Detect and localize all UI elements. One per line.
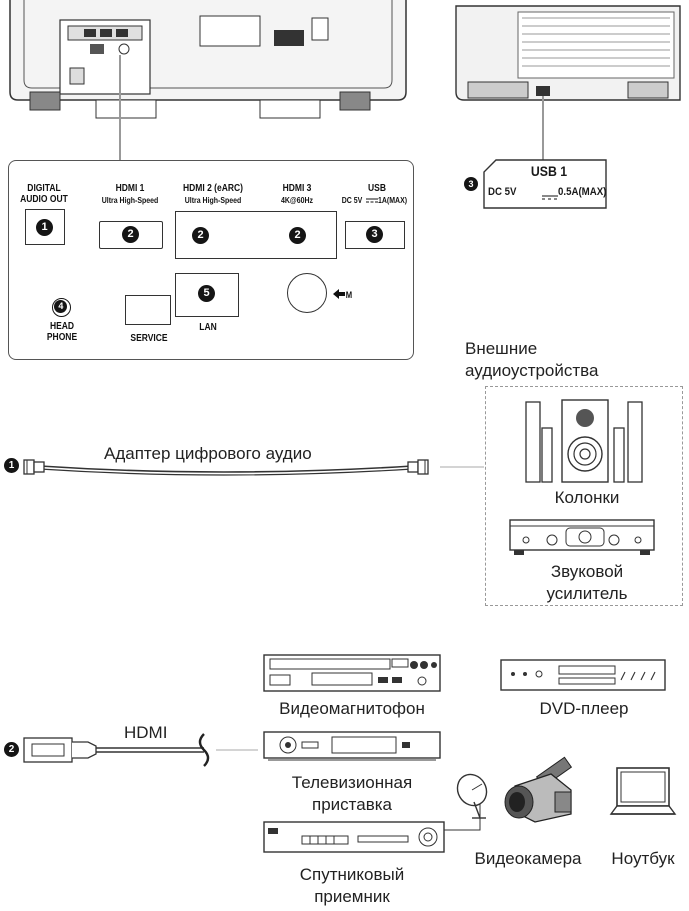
dvd-player-illustration bbox=[500, 659, 666, 691]
laptop-illustration bbox=[609, 767, 677, 815]
badge-2c: 2 bbox=[289, 227, 306, 244]
hdmi-cable bbox=[23, 733, 258, 767]
satellite-receiver-label: Спутниковый приемник bbox=[299, 865, 405, 906]
label-hdmi1: HDMI 1 bbox=[115, 183, 145, 194]
label-hdmi3: HDMI 3 bbox=[282, 183, 312, 194]
badge-3: 3 bbox=[366, 226, 383, 243]
usb-callout-box bbox=[483, 159, 607, 209]
hdmi-cable-label: HDMI bbox=[124, 723, 168, 742]
projector-side-illustration bbox=[455, 5, 681, 160]
audio-badge-1: 1 bbox=[4, 458, 19, 473]
satellite-receiver-illustration bbox=[263, 788, 481, 853]
badge-2b: 2 bbox=[192, 227, 209, 244]
vcr-illustration bbox=[263, 654, 441, 692]
arrow-left-icon bbox=[333, 289, 345, 299]
port-service bbox=[125, 295, 171, 325]
label-digital-audio-out: DIGITAL AUDIO OUT bbox=[20, 183, 68, 205]
label-m: M bbox=[345, 290, 353, 300]
projector-rear-illustration bbox=[9, 0, 407, 160]
satellite-dish-icon bbox=[456, 773, 488, 819]
label-headphone: HEAD PHONE bbox=[46, 321, 78, 343]
port-usb bbox=[345, 221, 405, 249]
label-usb: USB bbox=[368, 183, 386, 194]
hdmi-badge-2: 2 bbox=[4, 742, 19, 757]
label-usb-sub: DC 5V bbox=[341, 195, 363, 205]
usb-callout-badge: 3 bbox=[464, 177, 478, 191]
speakers-illustration bbox=[525, 399, 643, 483]
badge-4: 4 bbox=[52, 298, 71, 317]
external-audio-devices-label: Внешние аудиоустройства bbox=[465, 339, 599, 380]
connector-panel: DIGITAL AUDIO OUT 1 HDMI 1 Ultra High-Sp… bbox=[8, 160, 414, 360]
badge-5: 5 bbox=[198, 285, 215, 302]
camcorder-label: Видеокамера bbox=[474, 849, 582, 868]
usb-callout-spec-right: 0.5A(MAX) bbox=[558, 186, 607, 198]
set-top-box-illustration bbox=[263, 731, 441, 761]
usb-callout-title: USB 1 bbox=[530, 163, 568, 179]
digital-audio-cable-label: Адаптер цифрового аудио bbox=[104, 444, 312, 463]
amplifier-label: Звуковой усилитель bbox=[546, 562, 628, 603]
badge-2a: 2 bbox=[122, 226, 139, 243]
usb-dc-symbol bbox=[366, 198, 378, 203]
optical-audio-cable bbox=[23, 459, 484, 476]
label-hdmi1-sub: Ultra High-Speed bbox=[101, 195, 159, 205]
dvd-player-label: DVD-плеер bbox=[539, 699, 629, 718]
external-audio-devices-group bbox=[485, 386, 683, 606]
label-hdmi3-sub: 4K@60Hz bbox=[281, 195, 313, 205]
label-hdmi2: HDMI 2 (eARC) bbox=[183, 183, 243, 194]
vcr-label: Видеомагнитофон bbox=[279, 699, 425, 718]
label-service: SERVICE bbox=[130, 333, 168, 344]
speakers-label: Колонки bbox=[554, 488, 620, 507]
laptop-label: Ноутбук bbox=[611, 849, 675, 868]
usb-callout-spec-left: DC 5V bbox=[488, 186, 517, 198]
label-hdmi2-sub: Ultra High-Speed bbox=[184, 195, 242, 205]
label-usb-sub2: 1A(MAX) bbox=[378, 195, 408, 205]
badge-1: 1 bbox=[36, 219, 53, 236]
camcorder-illustration bbox=[504, 756, 573, 823]
port-m-circle bbox=[287, 273, 327, 313]
amplifier-illustration bbox=[509, 519, 655, 555]
label-lan: LAN bbox=[199, 322, 217, 333]
set-top-box-label: Телевизионная приставка bbox=[291, 773, 413, 814]
